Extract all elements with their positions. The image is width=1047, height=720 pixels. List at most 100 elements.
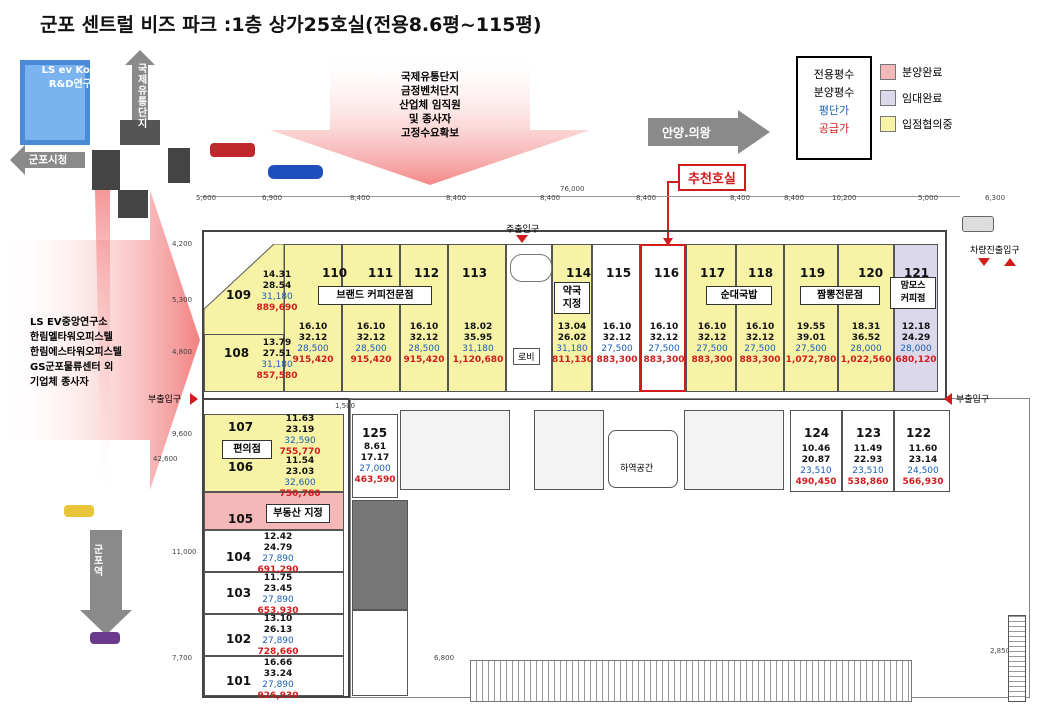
- exclusive-area: 11.75: [263, 573, 293, 583]
- unit-115[interactable]: [592, 244, 640, 392]
- unit-117[interactable]: [686, 244, 736, 392]
- elevator-core: [534, 410, 604, 490]
- dim-left: 42,600: [153, 455, 178, 463]
- dim-top: 6,300: [985, 194, 1006, 202]
- unit-number: 103: [226, 586, 252, 600]
- legend-unit-price: 평단가: [818, 104, 850, 117]
- legend-exclusive: 전용평수: [813, 68, 855, 81]
- unit-price: 27,890: [262, 636, 294, 646]
- legend-box: 전용평수 분양평수 평단가 공급가: [796, 56, 872, 160]
- tenant-gukbap: 순대국밥: [706, 286, 772, 305]
- unit-108[interactable]: [204, 334, 284, 392]
- exclusive-area: 11.54: [285, 456, 315, 466]
- unit-number: 117: [700, 266, 726, 280]
- dim-left: 5,300: [172, 296, 193, 304]
- exclusive-area: 16.66: [263, 658, 293, 668]
- dim-top: 6,900: [262, 194, 283, 202]
- unit-121[interactable]: [894, 244, 938, 392]
- note-line: 고정수요확보: [401, 127, 459, 139]
- exclusive-area: 12.42: [263, 532, 293, 542]
- unit-110[interactable]: [284, 244, 342, 392]
- unit-number: 122: [906, 426, 932, 440]
- unit-102[interactable]: [204, 614, 344, 656]
- sale-area: 33.24: [263, 669, 293, 679]
- sale-area: 36.52: [851, 333, 881, 343]
- dim-other: 2,850: [990, 647, 1011, 655]
- sale-area: 32.12: [356, 333, 386, 343]
- exclusive-area: 16.10: [356, 322, 386, 332]
- unit-number: 109: [226, 288, 252, 302]
- supply-price: 811,130: [552, 355, 593, 365]
- exclusive-area: 11.49: [853, 444, 883, 454]
- supply-price: 1,022,560: [840, 355, 892, 365]
- unit-114[interactable]: [552, 244, 592, 392]
- supply-price: 915,420: [403, 355, 445, 365]
- surroundings-graphic: [0, 50, 323, 644]
- supply-price: 1,120,680: [452, 355, 504, 365]
- unit-price: 27,500: [744, 344, 776, 354]
- dim-top: 5,600: [196, 194, 217, 202]
- exclusive-area: 16.10: [409, 322, 439, 332]
- tenant-jjamppong: 짬뽕전문점: [800, 286, 880, 305]
- unit-price: 28,000: [850, 344, 882, 354]
- sale-area: 32.12: [745, 333, 775, 343]
- exclusive-area: 13.10: [263, 614, 293, 624]
- unit-number: 101: [226, 674, 252, 688]
- unit-103[interactable]: [204, 572, 344, 614]
- supply-price: 728,660: [257, 647, 299, 657]
- unit-122[interactable]: [894, 410, 950, 492]
- supply-price: 538,860: [847, 477, 889, 487]
- sale-area: 23.14: [908, 455, 938, 465]
- unit-number: 124: [804, 426, 830, 440]
- dim-total: 76,000: [560, 185, 585, 193]
- unit-125[interactable]: [352, 414, 398, 498]
- unit-111[interactable]: [342, 244, 400, 392]
- exclusive-area: 16.10: [745, 322, 775, 332]
- company-line: LS EV중앙연구소: [30, 317, 108, 328]
- sale-area: 28.54: [262, 281, 292, 291]
- unit-price: 28,000: [900, 344, 932, 354]
- unit-120[interactable]: [838, 244, 894, 392]
- sale-area: 24.29: [901, 333, 931, 343]
- demand-arrow: [270, 50, 590, 185]
- supply-price: 889,690: [256, 303, 298, 313]
- unit-116[interactable]: [640, 244, 686, 392]
- dim-top: 5,000: [918, 194, 939, 202]
- building-upper-outline: [202, 230, 947, 400]
- sale-area: 17.17: [360, 453, 390, 463]
- exclusive-area: 11.60: [908, 444, 938, 454]
- exclusive-area: 8.61: [363, 442, 387, 452]
- dim-other: 6,800: [434, 654, 455, 662]
- exclusive-area: 16.10: [697, 322, 727, 332]
- unit-118[interactable]: [736, 244, 784, 392]
- unit-124[interactable]: [790, 410, 842, 492]
- sale-area: 32.12: [649, 333, 679, 343]
- unit-number: 125: [362, 426, 388, 440]
- revolving-door-icon: [510, 254, 552, 282]
- building-left-wing: [202, 398, 350, 698]
- unit-101[interactable]: [204, 656, 344, 696]
- leased-swatch: [880, 90, 896, 106]
- exclusive-area: 13.79: [262, 338, 292, 348]
- unit-104[interactable]: [204, 530, 344, 572]
- unit-113[interactable]: [448, 244, 506, 392]
- side-entrance-left-arrow-icon: [190, 393, 198, 405]
- gunpo-station-label: 군포역: [94, 545, 104, 578]
- sale-area: 27.51: [262, 349, 292, 359]
- unit-112[interactable]: [400, 244, 448, 392]
- stair-core: [400, 410, 510, 490]
- company-line: 한림에스타워오피스텔: [30, 347, 122, 358]
- unit-number: 123: [856, 426, 882, 440]
- unit-123[interactable]: [842, 410, 894, 492]
- dim-left: 9,600: [172, 430, 193, 438]
- unit-119[interactable]: [784, 244, 838, 392]
- unit-number: 104: [226, 550, 252, 564]
- unit-number: 108: [224, 346, 250, 360]
